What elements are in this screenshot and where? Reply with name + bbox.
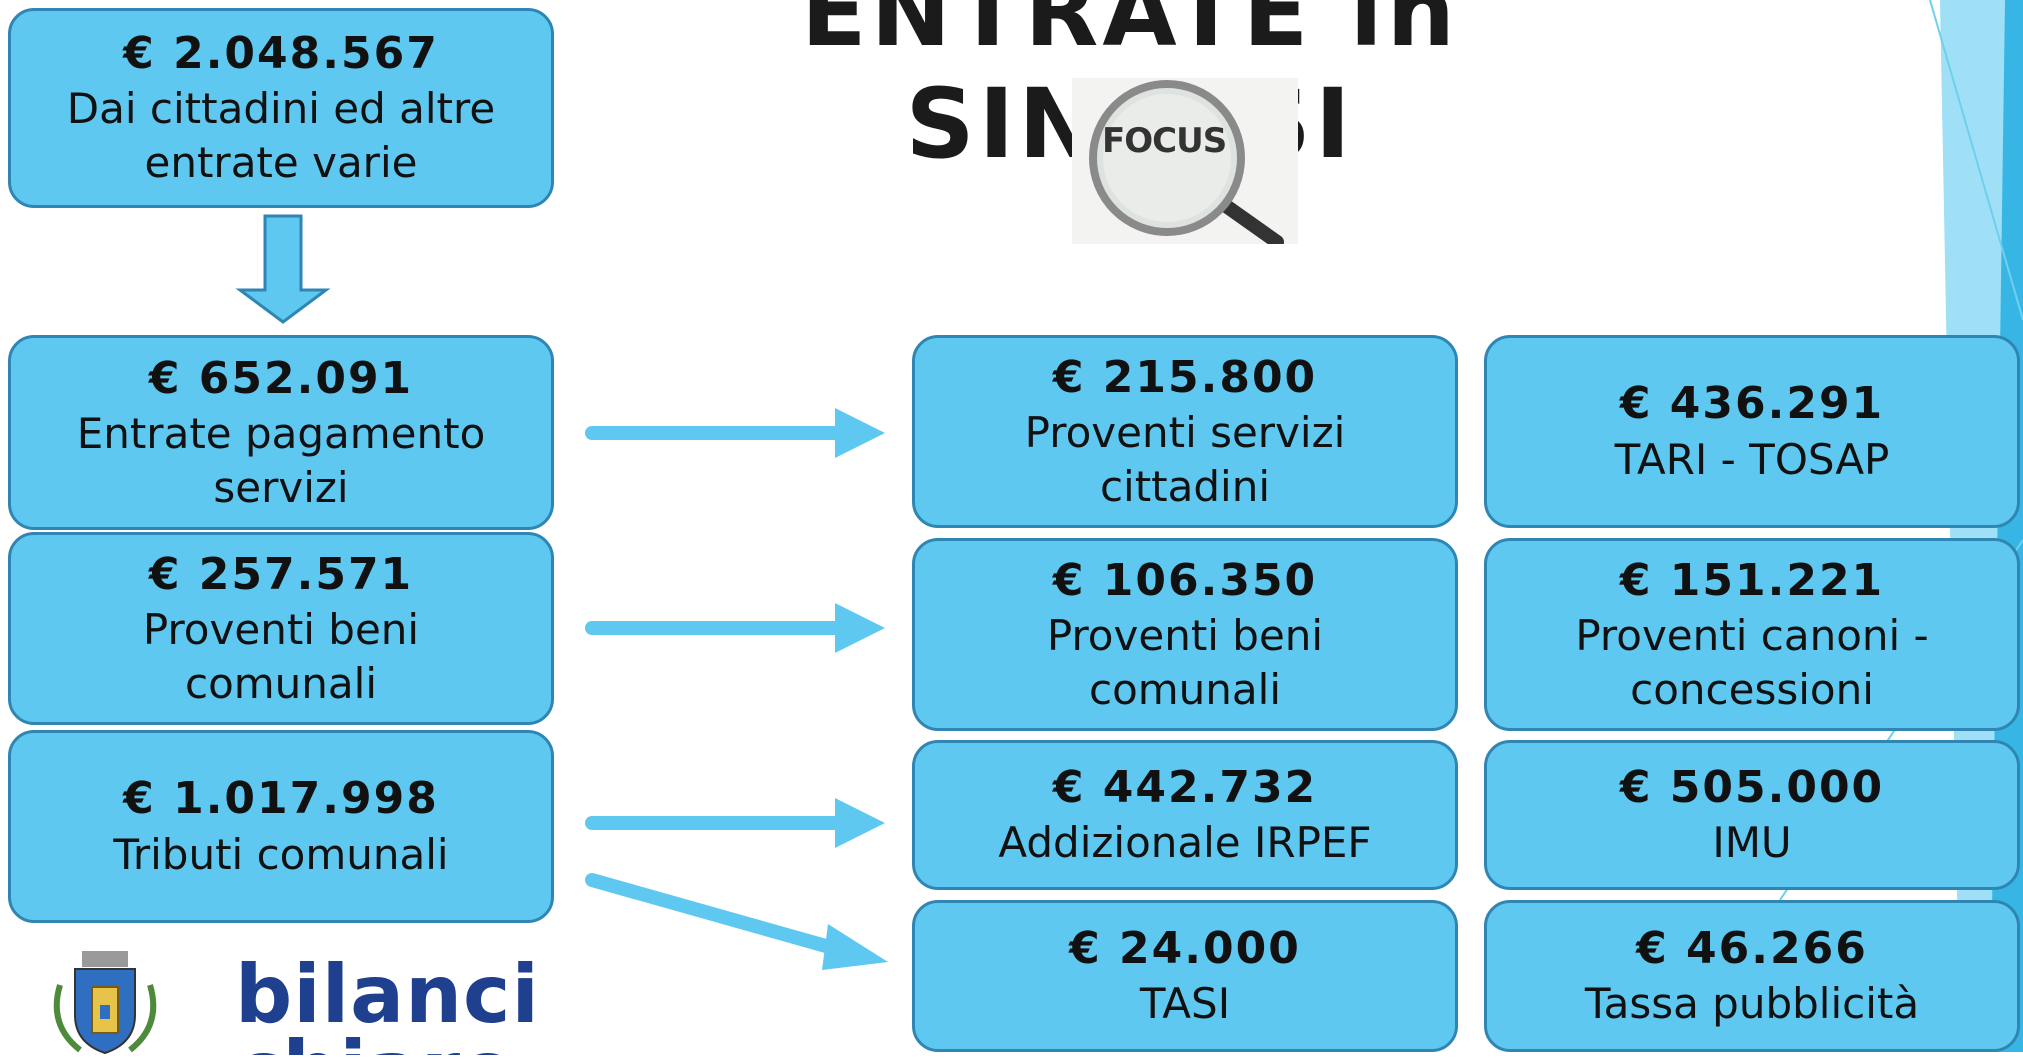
right-box-label: Proventi beni comunali xyxy=(1046,610,1324,714)
bilancio-chiaro-logo: bilancio chiaro xyxy=(235,955,535,1055)
left-box-tributi: € 1.017.998 Tributi comunali xyxy=(8,730,554,923)
focus-label: FOCUS xyxy=(1102,121,1227,161)
left-box-label: Proventi beni comunali xyxy=(142,604,420,708)
left-box-beni: € 257.571 Proventi beni comunali xyxy=(8,532,554,725)
right-box-amount: € 151.221 xyxy=(1619,554,1885,606)
top-total-amount: € 2.048.567 xyxy=(123,28,439,80)
logo-line2: chiaro xyxy=(235,1031,535,1056)
left-box-label: Tributi comunali xyxy=(113,829,449,879)
left-box-amount: € 1.017.998 xyxy=(123,773,439,825)
top-total-label: Dai cittadini ed altre entrate varie xyxy=(66,84,496,188)
right-box-label: TARI - TOSAP xyxy=(1614,434,1890,484)
left-box-servizi: € 652.091 Entrate pagamento servizi xyxy=(8,335,554,530)
right-box-label: Addizionale IRPEF xyxy=(998,818,1372,868)
right-box-amount: € 442.732 xyxy=(1052,761,1318,813)
right-box-pubblicita: € 46.266 Tassa pubblicità xyxy=(1484,900,2020,1052)
right-box-canoni: € 151.221 Proventi canoni - concessioni xyxy=(1484,538,2020,731)
right-box-amount: € 505.000 xyxy=(1619,761,1885,813)
right-box-amount: € 436.291 xyxy=(1619,378,1885,430)
municipal-crest-icon xyxy=(40,945,170,1055)
right-box-amount: € 215.800 xyxy=(1052,351,1318,403)
focus-magnifier-image: FOCUS xyxy=(1072,78,1298,244)
left-box-amount: € 257.571 xyxy=(148,548,414,600)
left-box-amount: € 652.091 xyxy=(148,352,414,404)
right-box-amount: € 106.350 xyxy=(1052,554,1318,606)
right-box-proventi-servizi: € 215.800 Proventi servizi cittadini xyxy=(912,335,1458,528)
right-box-tasi: € 24.000 TASI xyxy=(912,900,1458,1052)
right-box-label: Proventi canoni - concessioni xyxy=(1575,610,1929,714)
logo-line1: bilancio xyxy=(235,955,535,1041)
right-box-irpef: € 442.732 Addizionale IRPEF xyxy=(912,740,1458,890)
right-box-tari-tosap: € 436.291 TARI - TOSAP xyxy=(1484,335,2020,528)
right-box-label: Proventi servizi cittadini xyxy=(1024,407,1346,511)
right-box-label: IMU xyxy=(1712,818,1792,868)
right-box-imu: € 505.000 IMU xyxy=(1484,740,2020,890)
top-total-box: € 2.048.567 Dai cittadini ed altre entra… xyxy=(8,8,554,208)
right-box-proventi-beni: € 106.350 Proventi beni comunali xyxy=(912,538,1458,731)
right-box-label: Tassa pubblicità xyxy=(1584,979,1920,1029)
right-box-amount: € 46.266 xyxy=(1636,922,1868,974)
left-box-label: Entrate pagamento servizi xyxy=(76,408,486,512)
right-box-amount: € 24.000 xyxy=(1069,922,1301,974)
right-box-label: TASI xyxy=(1139,979,1231,1029)
